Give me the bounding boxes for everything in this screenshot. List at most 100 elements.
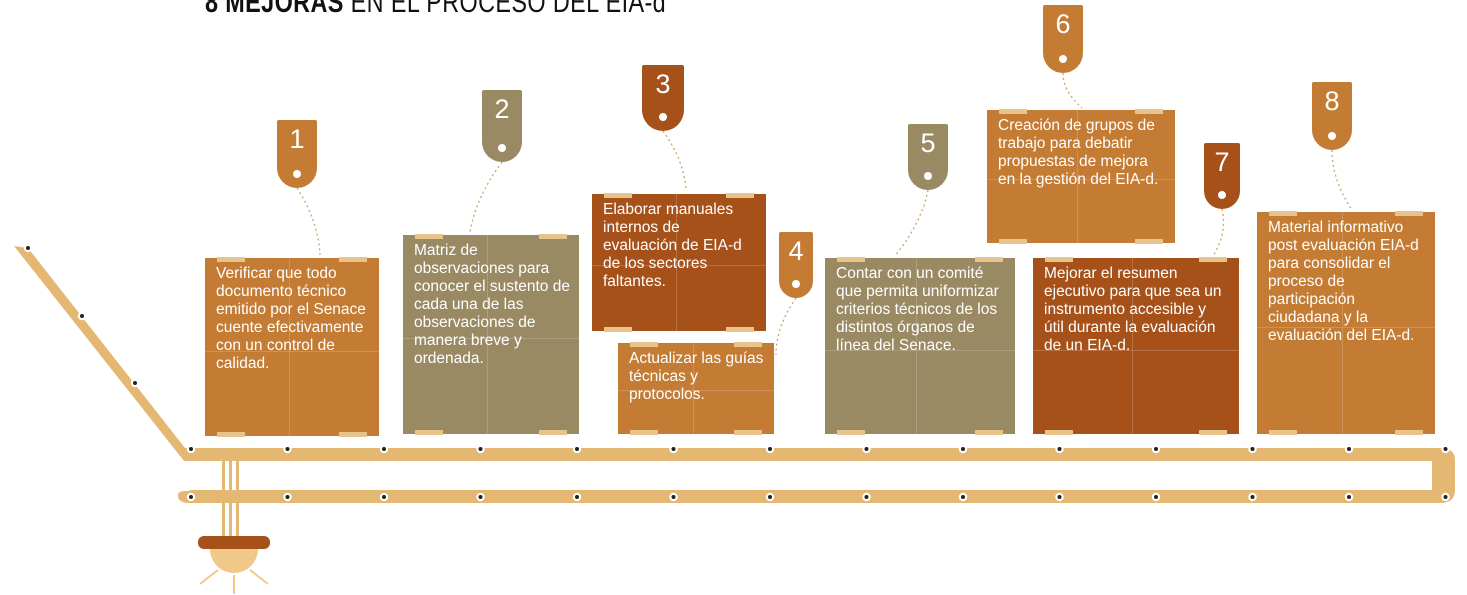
conveyor-belt-group <box>14 243 1455 503</box>
tape-strip <box>415 430 443 435</box>
title-rest: EN EL PROCESO DEL EIA-d <box>343 0 667 19</box>
leader-line <box>894 189 929 257</box>
belt-bottom-run <box>186 490 1448 503</box>
step-tag-2: 2 <box>482 90 522 162</box>
roller-dot-center <box>768 495 772 499</box>
step-number-8: 8 <box>1324 86 1340 116</box>
tag-hole-icon <box>924 172 932 180</box>
step-text-2: Matriz de observaciones para conocer el … <box>414 242 570 367</box>
step-box-7: Mejorar el resumen ejecutivo para que se… <box>1033 258 1239 434</box>
roller-dot-center <box>478 495 483 499</box>
tape-strip <box>999 109 1027 114</box>
step-text-6: Creación de grupos de trabajo para debat… <box>998 117 1159 188</box>
roller-dot-center <box>133 381 137 385</box>
roller-dot-center <box>382 495 386 499</box>
roller-dot-center <box>768 447 772 451</box>
tape-strip <box>975 257 1003 262</box>
leader-line <box>469 161 503 233</box>
tape-strip <box>999 239 1027 244</box>
tape-strip <box>1269 430 1297 435</box>
tape-strip <box>604 193 632 198</box>
tape-strip <box>1135 239 1163 244</box>
title-bold: 8 MEJORAS <box>205 0 344 19</box>
leader-line <box>296 187 321 256</box>
tape-strip <box>539 430 567 435</box>
roller-dot-center <box>1347 447 1351 451</box>
roller-dot-center <box>1250 447 1255 451</box>
roller-dot-center <box>671 447 676 451</box>
lamp-icon <box>198 461 270 594</box>
tape-strip <box>415 234 443 239</box>
roller-dot-center <box>26 246 30 250</box>
tape-strip <box>1395 211 1423 216</box>
step-number-4: 4 <box>788 236 804 266</box>
tape-strip <box>217 432 245 437</box>
leader-line <box>662 130 687 192</box>
tape-strip <box>726 327 754 332</box>
tag-hole-icon <box>792 280 800 288</box>
step-box-2: Matriz de observaciones para conocer el … <box>403 235 579 434</box>
tag-hole-icon <box>1328 132 1336 140</box>
step-box-5: Contar con un comité que permita uniform… <box>825 258 1015 434</box>
tape-strip <box>1395 430 1423 435</box>
tag-hole-icon <box>1059 55 1067 63</box>
roller-dot-center <box>1057 495 1062 499</box>
tag-hole-icon <box>1218 191 1226 199</box>
tag-hole-icon <box>498 144 506 152</box>
step-number-7: 7 <box>1214 147 1230 177</box>
tape-strip <box>837 430 865 435</box>
tape-strip <box>604 327 632 332</box>
tape-strip <box>975 430 1003 435</box>
tag-hole-icon <box>293 170 301 178</box>
tape-strip <box>630 430 658 435</box>
leader-line <box>1212 208 1225 257</box>
step-text-5: Contar con un comité que permita uniform… <box>836 265 999 354</box>
roller-dot-center <box>1154 447 1158 451</box>
roller-dot-center <box>1443 447 1448 451</box>
step-text-7: Mejorar el resumen ejecutivo para que se… <box>1044 265 1222 354</box>
step-number-1: 1 <box>289 124 305 154</box>
step-box-6: Creación de grupos de trabajo para debat… <box>987 110 1175 243</box>
roller-dot-center <box>575 495 579 499</box>
step-tag-1: 1 <box>277 120 317 188</box>
roller-dot-center <box>575 447 579 451</box>
tape-strip <box>1269 211 1297 216</box>
step-tag-5: 5 <box>908 124 948 190</box>
step-tag-8: 8 <box>1312 82 1352 150</box>
roller-dot-center <box>285 447 290 451</box>
step-tag-4: 4 <box>779 232 813 298</box>
roller-dot-center <box>1443 495 1448 499</box>
step-text-4: Actualizar las guías técnicas y protocol… <box>629 350 764 403</box>
step-text-3: Elaborar manuales internos de evaluación… <box>603 201 742 290</box>
tape-strip <box>1045 430 1073 435</box>
belt-band <box>14 246 1455 503</box>
tape-strip <box>1199 257 1227 262</box>
step-number-5: 5 <box>920 128 936 158</box>
leader-line <box>1062 72 1083 109</box>
page-title: 8 MEJORAS EN EL PROCESO DEL EIA-d <box>205 0 666 20</box>
step-tag-3: 3 <box>642 65 684 131</box>
tape-strip <box>726 193 754 198</box>
roller-dot-center <box>1347 495 1351 499</box>
step-text-8: Material informativo post evaluación EIA… <box>1268 219 1419 344</box>
tape-strip <box>734 342 762 347</box>
step-number-6: 6 <box>1055 9 1071 39</box>
step-text-1: Verificar que todo documento técnico emi… <box>216 265 366 372</box>
roller-dot-center <box>1057 447 1062 451</box>
step-number-2: 2 <box>494 94 510 124</box>
roller-dot-center <box>961 447 965 451</box>
step-tag-6: 6 <box>1043 5 1083 73</box>
tape-strip <box>837 257 865 262</box>
roller-dot-center <box>671 495 676 499</box>
roller-dot-center <box>285 495 290 499</box>
roller-dot-center <box>961 495 965 499</box>
leader-lines <box>296 72 1353 356</box>
roller-dot-center <box>189 495 193 499</box>
roller-dot-center <box>189 447 193 451</box>
step-box-4: Actualizar las guías técnicas y protocol… <box>618 343 774 434</box>
roller-dot-center <box>1154 495 1158 499</box>
tape-strip <box>339 257 367 262</box>
tape-strip <box>1135 109 1163 114</box>
tape-strip <box>1045 257 1073 262</box>
